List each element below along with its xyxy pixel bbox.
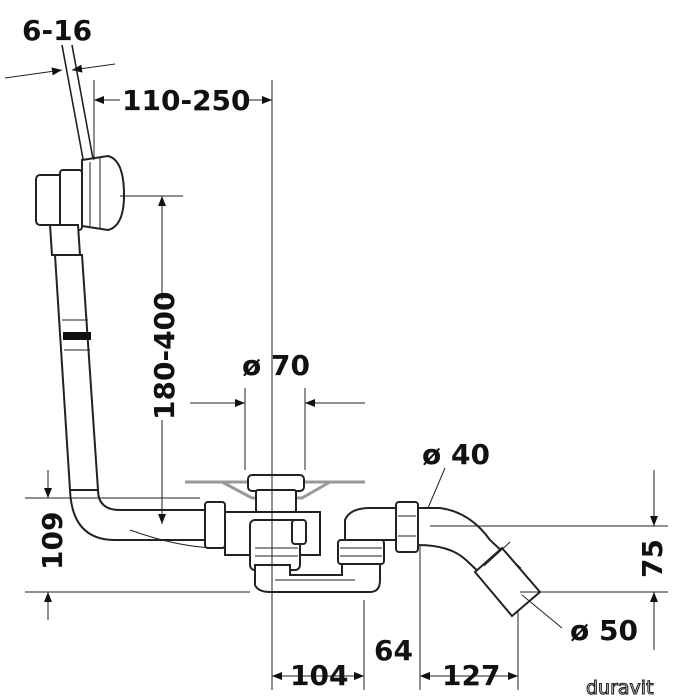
outlet-elbow bbox=[417, 507, 542, 618]
dim-trap-height: 109 bbox=[36, 512, 69, 570]
dim-width-104: 104 bbox=[290, 659, 348, 692]
dim-overflow-height: 180-400 bbox=[148, 291, 181, 420]
drain-assembly bbox=[35, 44, 542, 618]
dim-wall-thickness: 6-16 bbox=[22, 14, 92, 47]
dim-outlet-diameter: ø 40 bbox=[422, 438, 490, 471]
brand-logo: duravit bbox=[586, 677, 654, 699]
dim-pipe-diameter: ø 50 bbox=[570, 614, 638, 647]
drain-valve bbox=[185, 474, 365, 571]
union-nut-left bbox=[204, 501, 226, 549]
dim-width-64: 64 bbox=[374, 634, 413, 667]
overflow-fitting bbox=[35, 154, 126, 256]
dim-outlet-height: 75 bbox=[636, 539, 669, 578]
dim-drain-diameter: ø 70 bbox=[242, 349, 310, 382]
overflow-tube bbox=[53, 254, 100, 491]
dim-overflow-offset: 110-250 bbox=[122, 84, 251, 117]
dim-width-127: 127 bbox=[442, 659, 500, 692]
dimension-lines bbox=[4, 63, 668, 690]
outlet-fitting bbox=[337, 501, 419, 565]
